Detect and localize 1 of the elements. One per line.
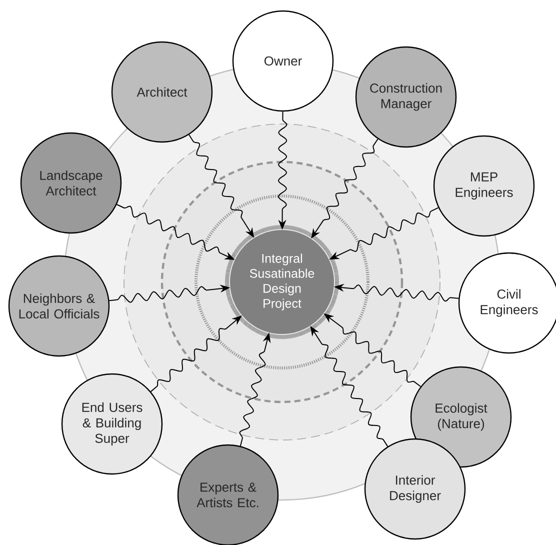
node-label: Civil Engineers [480,289,538,317]
